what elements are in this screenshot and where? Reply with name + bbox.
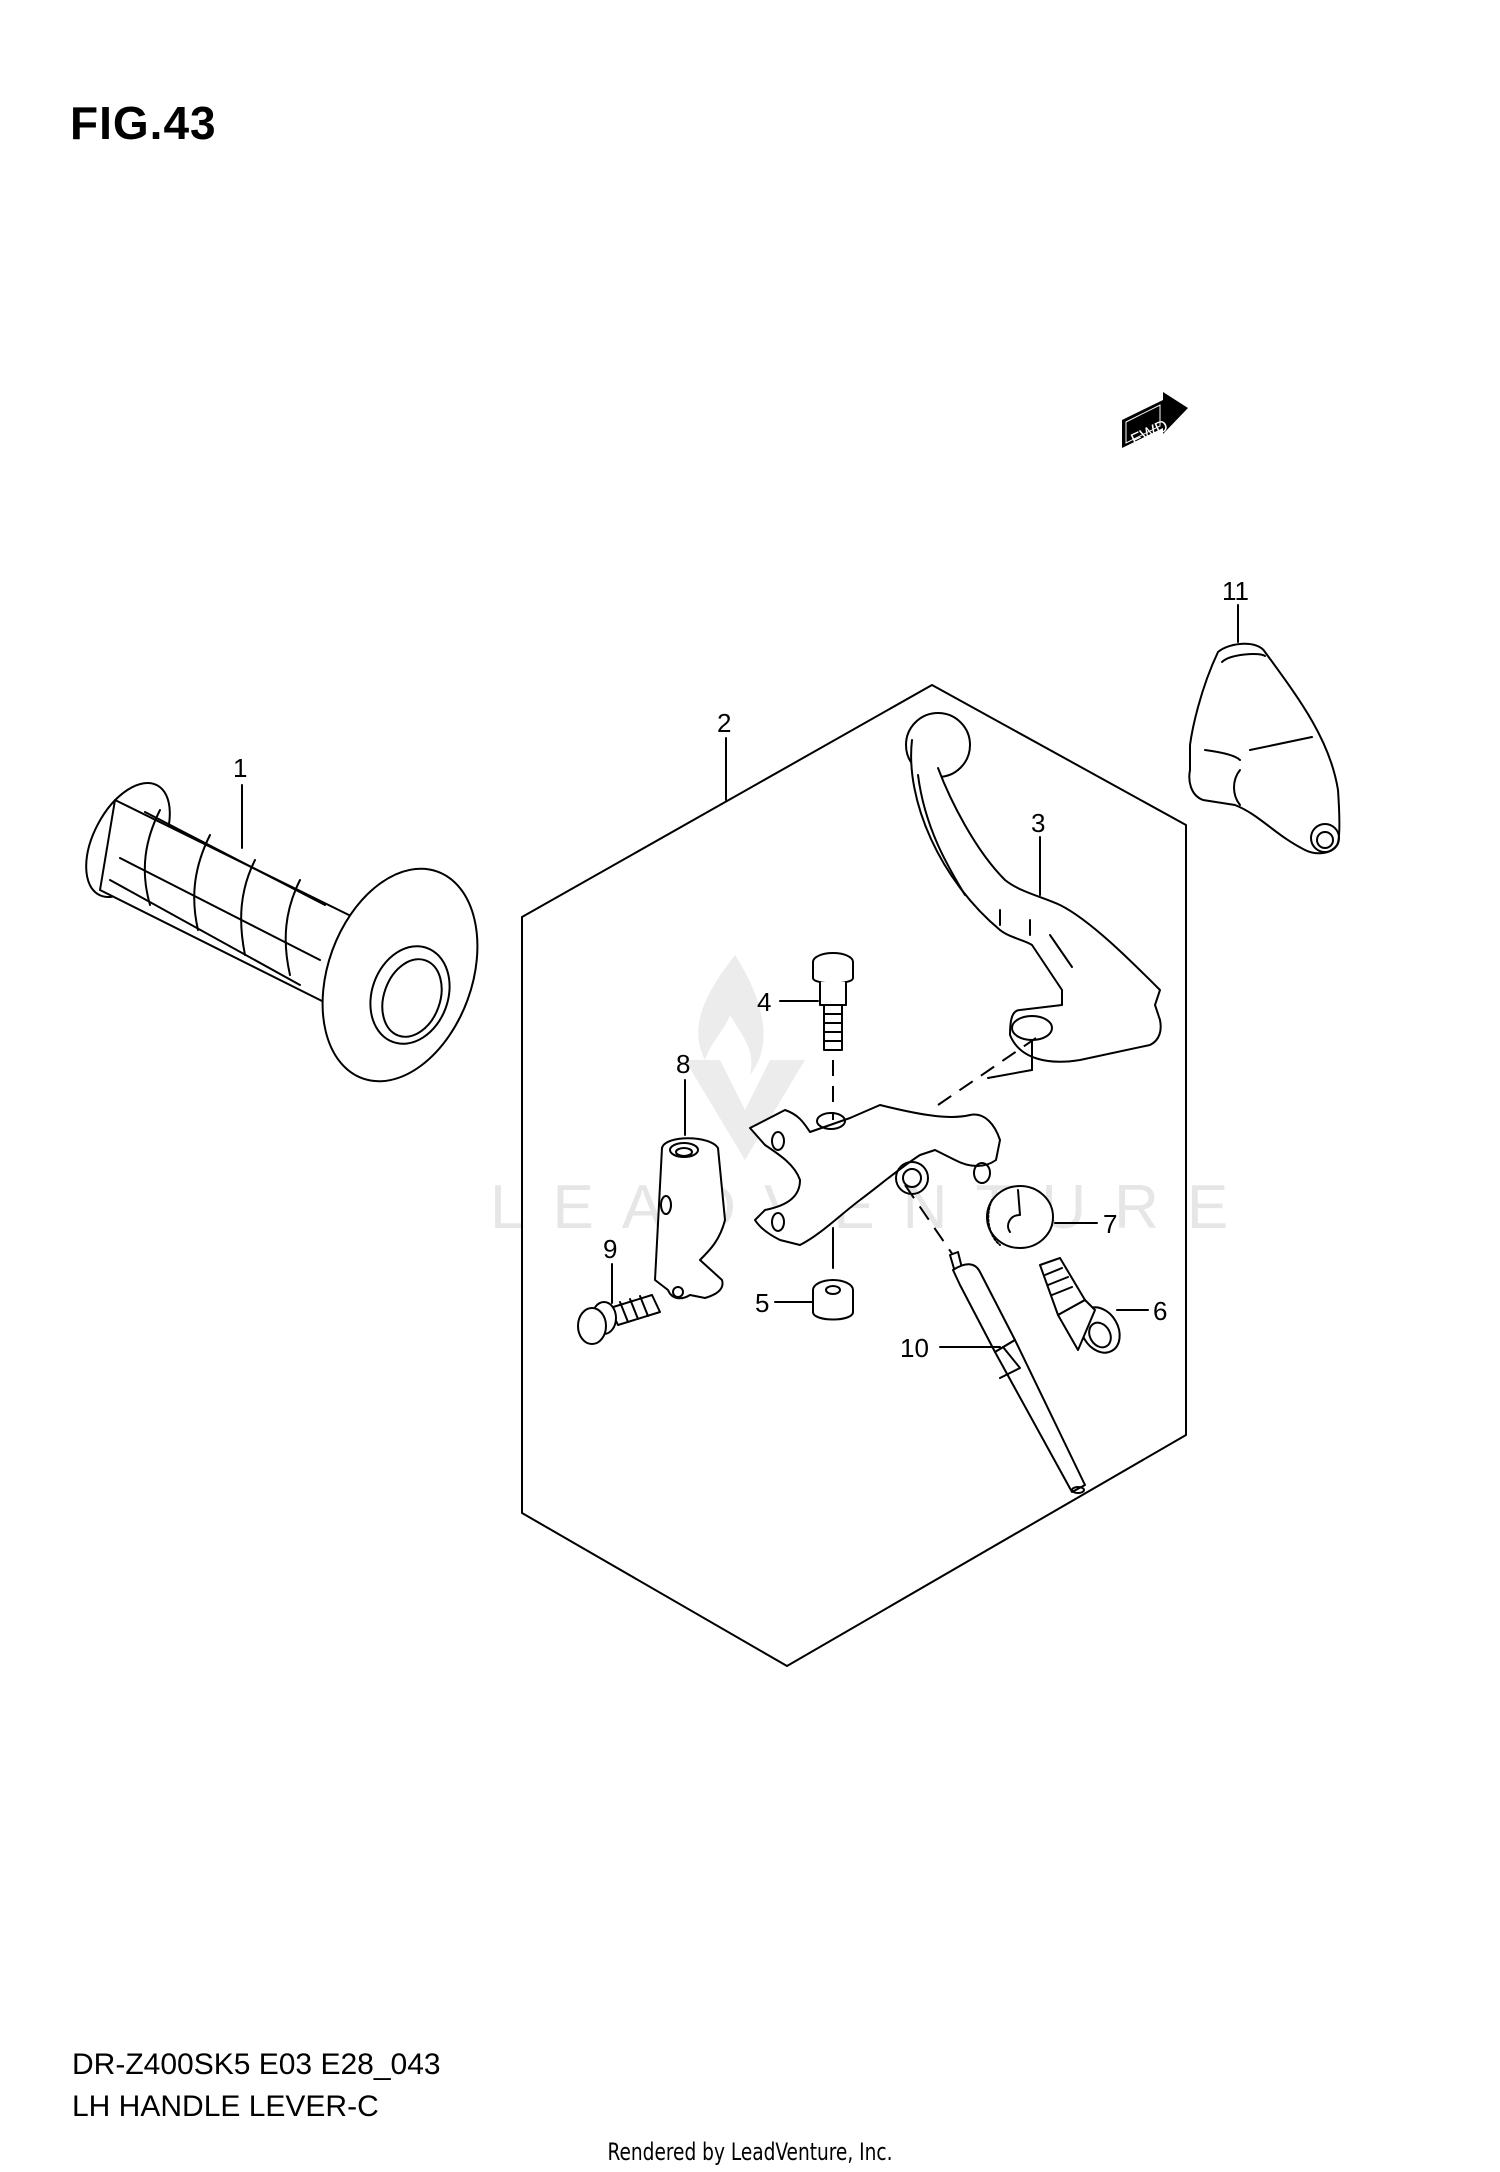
lever-holder-bracket[interactable] [749,1104,1001,1246]
callout-7[interactable]: 7 [1103,1209,1117,1239]
part-1-handle-grip[interactable] [69,769,505,1103]
callout-4[interactable]: 4 [757,987,771,1017]
part-8-holder-clamp[interactable] [654,1137,726,1300]
callout-5[interactable]: 5 [755,1288,769,1318]
lever-leader-line [987,1069,1033,1079]
figure-title: FIG.43 [70,97,217,149]
part-4-pivot-bolt[interactable] [812,952,854,1051]
part-3-clutch-lever[interactable] [905,712,1162,1063]
section-name: LH HANDLE LEVER-C [72,2090,379,2123]
model-code: DR-Z400SK5 E03 E28_043 [72,2048,441,2081]
part-7-adjuster-locknut[interactable] [986,1185,1054,1249]
part-5-pivot-nut[interactable] [812,1227,854,1321]
callout-3[interactable]: 3 [1031,808,1045,838]
callout-9[interactable]: 9 [603,1234,617,1264]
rendered-by-credit: Rendered by LeadVenture, Inc. [607,2138,893,2166]
part-9-clamp-bolt[interactable] [577,1294,661,1345]
callout-1[interactable]: 1 [233,753,247,783]
assembly-axis-line [937,1037,1037,1106]
part-6-cable-adjuster[interactable] [1039,1257,1128,1360]
kit-boundary-hexagon [521,684,1187,1667]
part-10-clutch-cable[interactable] [949,1251,1086,1494]
callout-6[interactable]: 6 [1153,1296,1167,1326]
part-11-lever-cover[interactable] [1188,642,1341,855]
callout-11[interactable]: 11 [1222,576,1249,606]
callout-2[interactable]: 2 [717,708,731,738]
callout-8[interactable]: 8 [676,1049,690,1079]
callout-10[interactable]: 10 [900,1333,929,1363]
fwd-direction-icon: FWD [1122,392,1188,450]
assembly-axis-line [904,1184,956,1259]
